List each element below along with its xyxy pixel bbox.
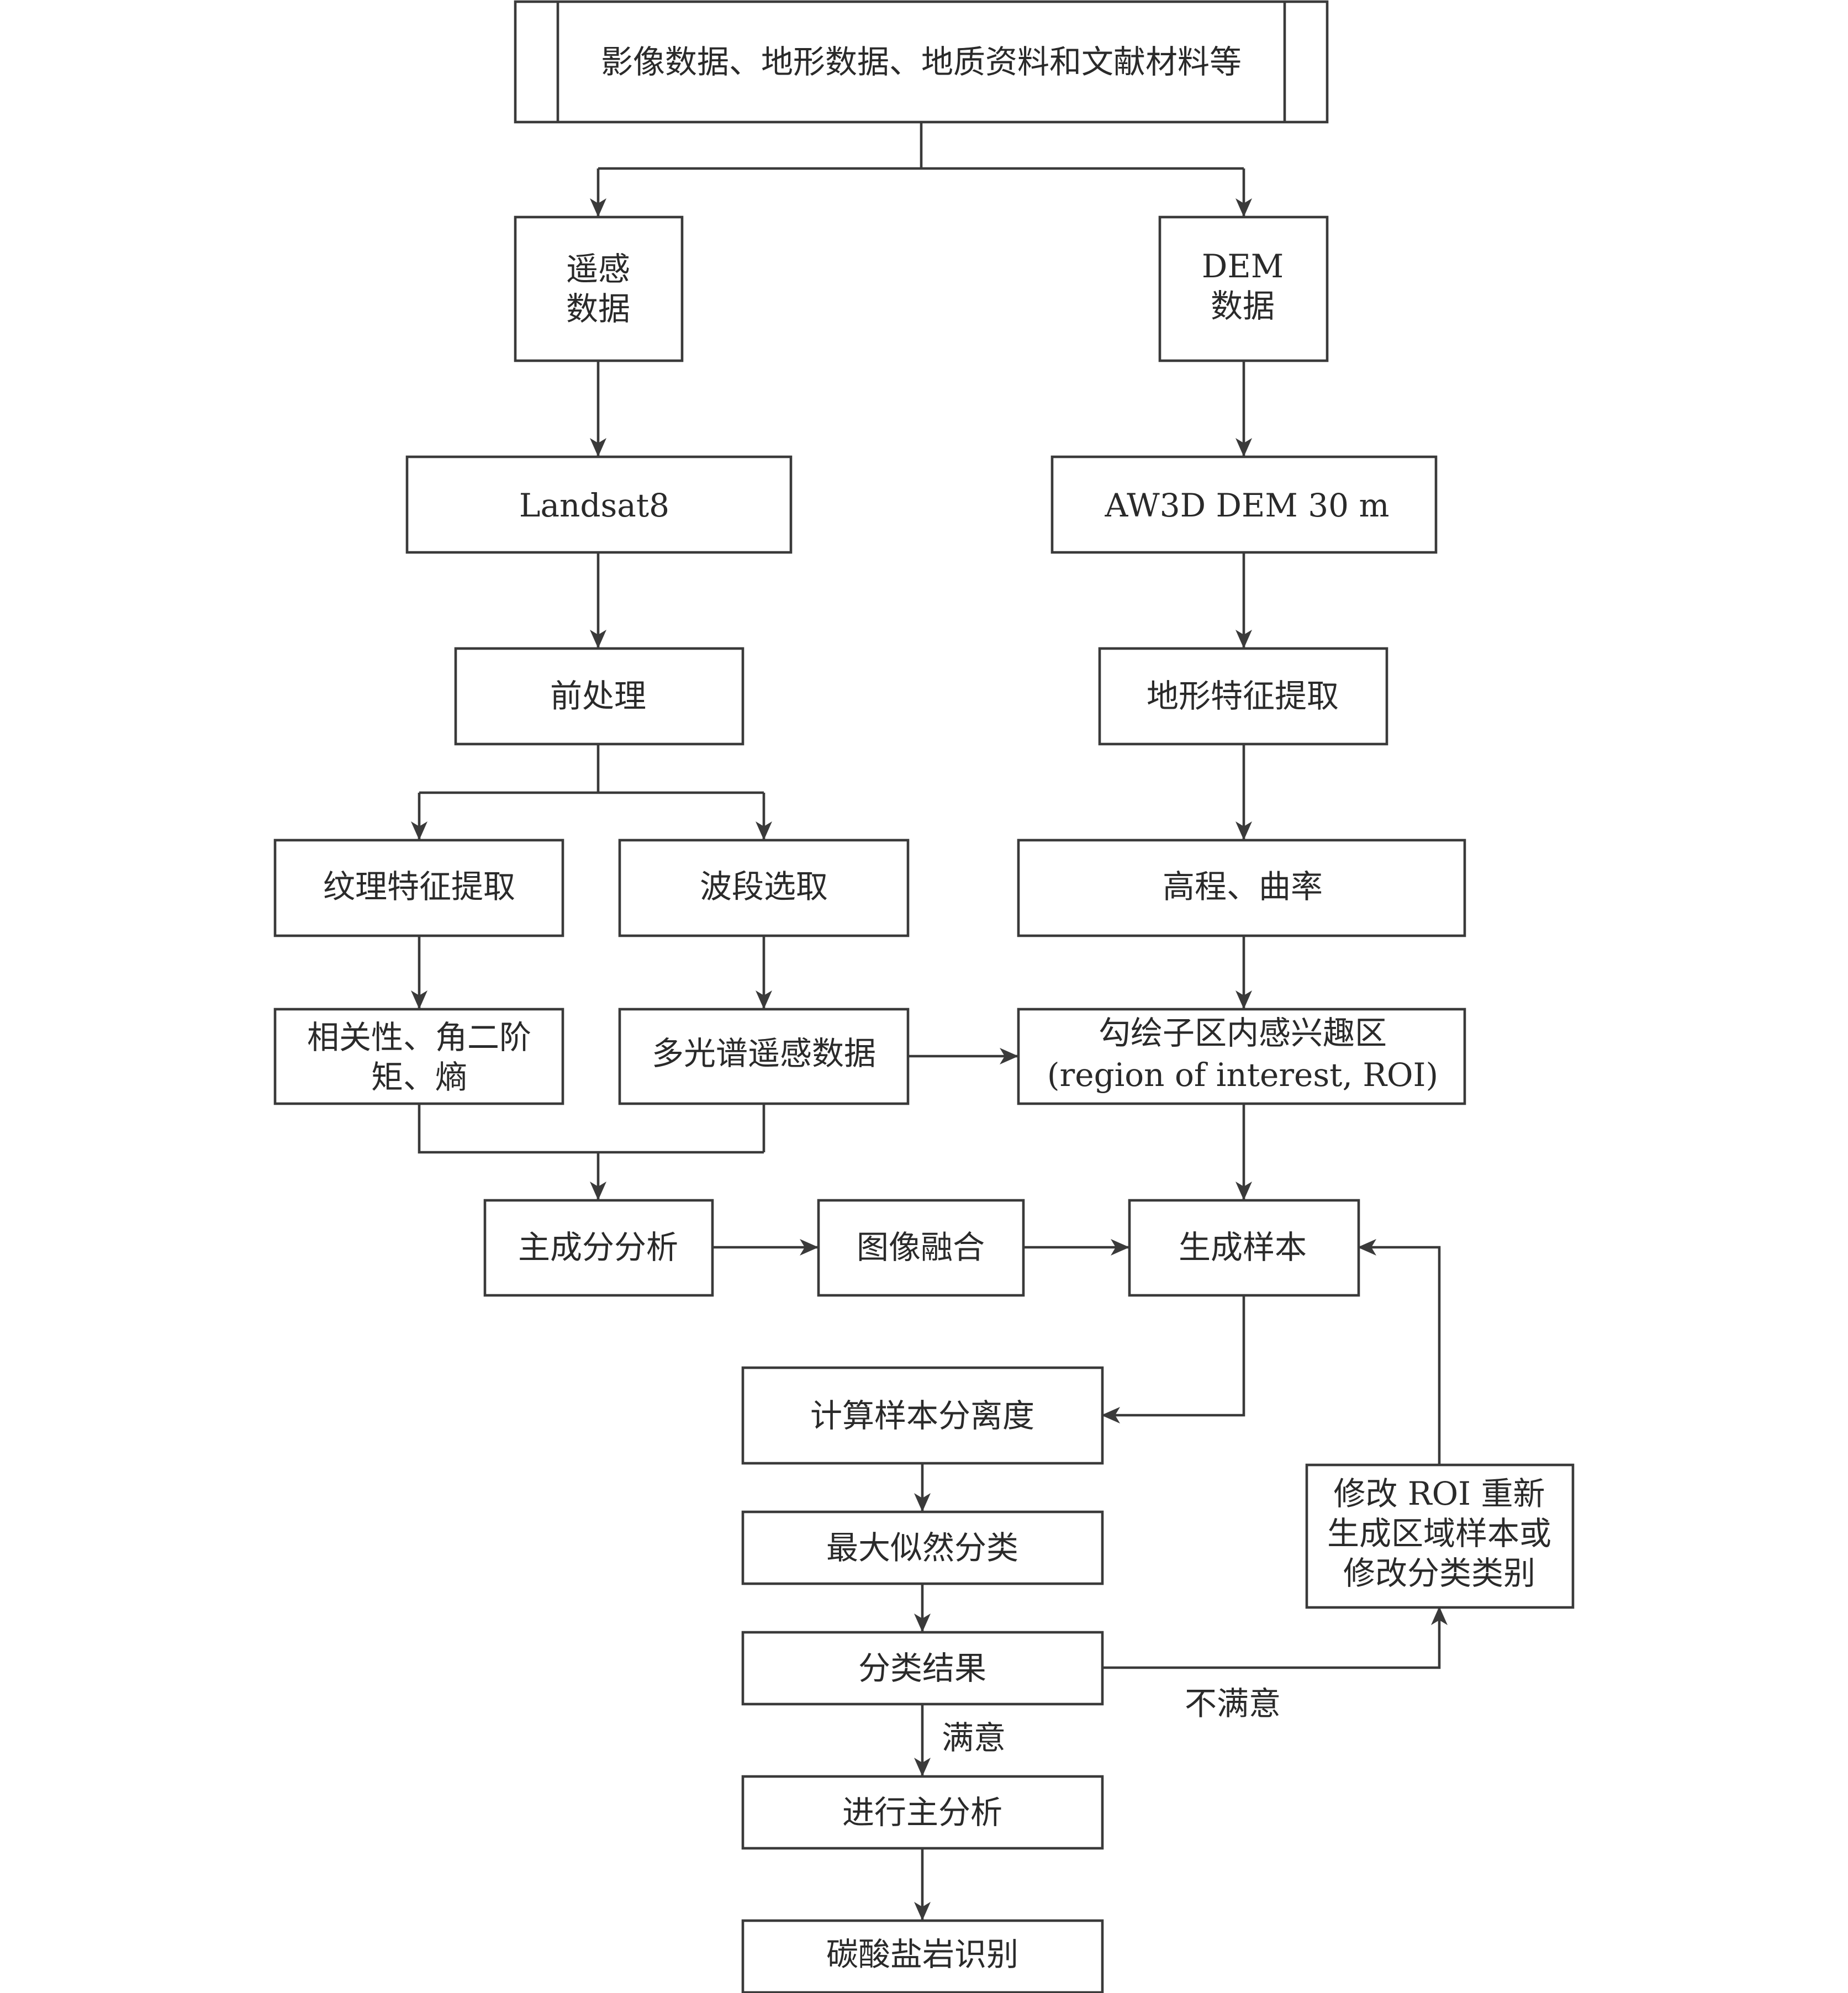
arrow-result-to-modify — [1102, 1606, 1448, 1669]
edge-label-satisfied: 满意 — [942, 1719, 1006, 1757]
connector-preprocessing-split — [419, 744, 764, 794]
max-likelihood-label: 最大似然分类 — [826, 1529, 1018, 1567]
source-data-label: 影像数据、地形数据、地质资料和文献材料等 — [601, 43, 1242, 81]
node-dem: DEM 数据 — [1158, 215, 1329, 362]
node-terrain-feature: 地形特征提取 — [1098, 647, 1388, 746]
dem-label-line1: DEM — [1202, 247, 1284, 285]
roi-label-line1: 勾绘子区内感兴趣区 — [1099, 1014, 1387, 1052]
multispectral-label: 多光谱遥感数据 — [652, 1035, 876, 1072]
texture-metrics-label-line2: 矩、熵 — [371, 1058, 467, 1096]
remote-sensing-label-line2: 数据 — [566, 290, 630, 328]
remote-sensing-label-line1: 遥感 — [566, 250, 630, 288]
modify-roi-label-line3: 修改分类类别 — [1343, 1554, 1535, 1592]
pca-label: 主成分分析 — [518, 1229, 678, 1266]
landsat8-label: Landsat8 — [519, 487, 669, 524]
dem-label-line2: 数据 — [1211, 287, 1275, 325]
node-source-data: 影像数据、地形数据、地质资料和文献材料等 — [514, 0, 1329, 124]
elevation-curvature-label: 高程、曲率 — [1163, 868, 1323, 905]
node-classification-result: 分类结果 — [741, 1631, 1104, 1706]
node-band-selection: 波段选取 — [618, 839, 910, 937]
carbonate-identification-label: 碳酸盐岩识别 — [826, 1936, 1018, 1973]
node-max-likelihood: 最大似然分类 — [741, 1510, 1104, 1585]
sample-separability-label: 计算样本分离度 — [810, 1397, 1034, 1435]
texture-metrics-label-line1: 相关性、角二阶 — [307, 1019, 531, 1056]
image-fusion-label: 图像融合 — [857, 1229, 985, 1266]
node-sample-separability: 计算样本分离度 — [741, 1366, 1104, 1465]
roi-label-line2: (region of interest, ROI) — [1047, 1056, 1438, 1094]
node-texture-metrics: 相关性、角二阶 矩、熵 — [273, 1008, 564, 1105]
connectors — [411, 122, 1448, 1921]
modify-roi-label-line2: 生成区域样本或 — [1327, 1515, 1551, 1552]
arrow-samples-to-separability — [1101, 1295, 1245, 1423]
band-selection-label: 波段选取 — [700, 868, 828, 905]
connector-merge-to-pca — [418, 1104, 765, 1154]
generate-samples-label: 生成样本 — [1179, 1229, 1307, 1266]
edge-label-unsatisfied: 不满意 — [1185, 1685, 1281, 1722]
node-generate-samples: 生成样本 — [1128, 1199, 1360, 1297]
node-modify-roi: 修改 ROI 重新 生成区域样本或 修改分类类别 — [1305, 1463, 1575, 1609]
node-texture-feature: 纹理特征提取 — [273, 839, 564, 937]
node-elevation-curvature: 高程、曲率 — [1017, 839, 1466, 937]
terrain-feature-label: 地形特征提取 — [1147, 677, 1339, 715]
node-preprocessing: 前处理 — [454, 647, 745, 746]
node-image-fusion: 图像融合 — [817, 1199, 1025, 1297]
node-principal-analysis: 进行主分析 — [741, 1775, 1104, 1850]
node-aw3d: AW3D DEM 30 m — [1050, 455, 1438, 554]
node-pca: 主成分分析 — [483, 1199, 714, 1297]
node-multispectral: 多光谱遥感数据 — [618, 1008, 910, 1105]
modify-roi-label-line1: 修改 ROI 重新 — [1333, 1475, 1545, 1512]
connector-source-split — [598, 122, 1244, 170]
principal-analysis-label: 进行主分析 — [842, 1794, 1002, 1831]
node-roi: 勾绘子区内感兴趣区 (region of interest, ROI) — [1017, 1008, 1466, 1105]
node-landsat8: Landsat8 — [405, 455, 793, 554]
preprocessing-label: 前处理 — [550, 677, 646, 715]
aw3d-label: AW3D DEM 30 m — [1105, 487, 1390, 524]
arrow-modify-to-samples — [1358, 1239, 1441, 1464]
texture-feature-label: 纹理特征提取 — [323, 868, 515, 905]
node-remote-sensing: 遥感 数据 — [514, 215, 684, 362]
node-carbonate-identification: 碳酸盐岩识别 — [741, 1919, 1104, 1993]
classification-result-label: 分类结果 — [858, 1649, 986, 1687]
